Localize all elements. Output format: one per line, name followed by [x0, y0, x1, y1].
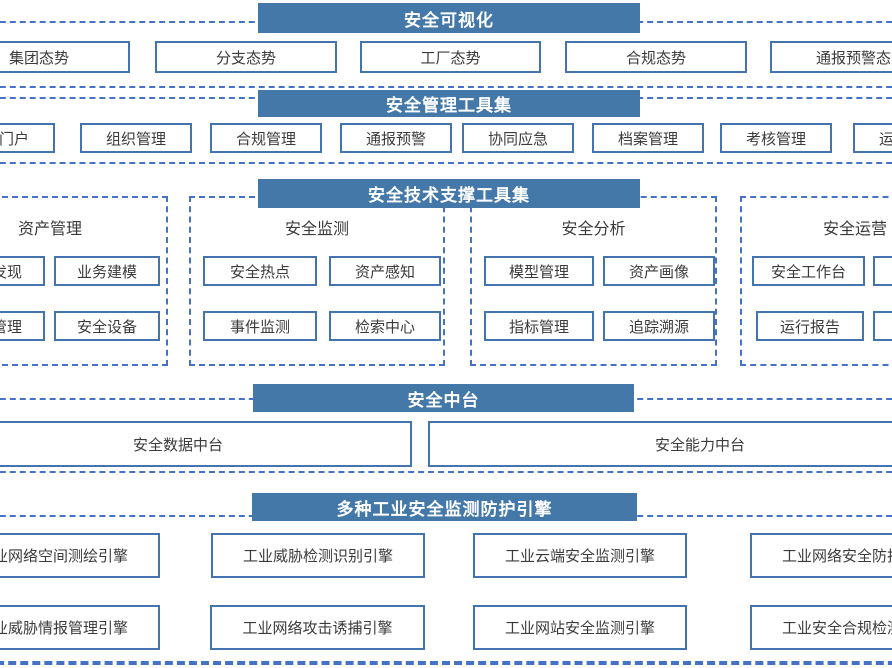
group-title: 安全运营 — [822, 221, 887, 238]
engines-section-header: 多种工业安全监测防护引擎 — [252, 493, 637, 521]
engine-item: 工业威胁情报管理引擎 — [0, 605, 160, 650]
viz-item: 分支态势 — [155, 41, 337, 73]
engine-item: 工业网络空间测绘引擎 — [0, 533, 160, 578]
viz-item: 工厂态势 — [360, 41, 541, 73]
group-item: 业务建模 — [54, 256, 160, 286]
group-title: 资产管理 — [17, 221, 82, 238]
engine-item: 工业网络安全防护引擎 — [750, 533, 892, 578]
mgmt-item: 合规管理 — [210, 123, 322, 153]
group-item: 安全设备 — [54, 311, 160, 341]
group-item: 台账管理 — [0, 311, 45, 341]
group-item: 资产发现 — [0, 256, 45, 286]
group-item: 模型管理 — [484, 256, 594, 286]
engine-item: 工业云端安全监测引擎 — [473, 533, 687, 578]
group-item — [873, 256, 892, 286]
group-asset-management: 资产管理 资产发现 业务建模 台账管理 安全设备 — [0, 196, 168, 366]
platform-item: 安全能力中台 — [428, 421, 892, 467]
engine-item: 工业网站安全监测引擎 — [473, 605, 687, 650]
group-item: 资产感知 — [329, 256, 441, 286]
mgmt-item: 组织管理 — [80, 123, 192, 153]
group-item: 检索中心 — [329, 311, 441, 341]
platform-item: 安全数据中台 — [0, 421, 412, 467]
engine-item: 工业网络攻击诱捕引擎 — [210, 605, 425, 650]
group-security-operations: 安全运营 安全工作台 运行报告 — [740, 196, 892, 366]
visualization-section-header: 安全可视化 — [258, 3, 640, 33]
mgmt-item: 通报预警 — [340, 123, 452, 153]
group-item: 指标管理 — [484, 311, 594, 341]
group-item — [873, 311, 892, 341]
mgmt-item: 档案管理 — [592, 123, 704, 153]
group-title: 安全监测 — [284, 221, 349, 238]
group-item: 运行报告 — [756, 311, 864, 341]
mgmt-item: 协同应急 — [462, 123, 574, 153]
engine-item: 工业安全合规检测引擎 — [750, 605, 892, 650]
group-security-monitoring: 安全监测 安全热点 资产感知 事件监测 检索中心 — [189, 196, 445, 366]
group-item: 安全工作台 — [752, 256, 865, 286]
mgmt-item: 安全门户 — [0, 123, 55, 153]
management-section-header: 安全管理工具集 — [258, 90, 640, 117]
group-title: 安全分析 — [561, 221, 626, 238]
group-item: 资产画像 — [603, 256, 715, 286]
engine-item: 工业威胁检测识别引擎 — [211, 533, 425, 578]
mgmt-item: 运营管理 — [853, 123, 892, 153]
viz-item: 集团态势 — [0, 41, 130, 73]
viz-item: 合规态势 — [565, 41, 747, 73]
group-item: 安全热点 — [203, 256, 317, 286]
viz-item: 通报预警态势 — [770, 41, 892, 73]
tech-support-section-header: 安全技术支撑工具集 — [258, 179, 640, 208]
group-item: 事件监测 — [203, 311, 317, 341]
middle-platform-section-header: 安全中台 — [253, 384, 634, 412]
mgmt-item: 考核管理 — [720, 123, 832, 153]
group-item: 追踪溯源 — [603, 311, 715, 341]
group-security-analysis: 安全分析 模型管理 资产画像 指标管理 追踪溯源 — [470, 196, 717, 366]
